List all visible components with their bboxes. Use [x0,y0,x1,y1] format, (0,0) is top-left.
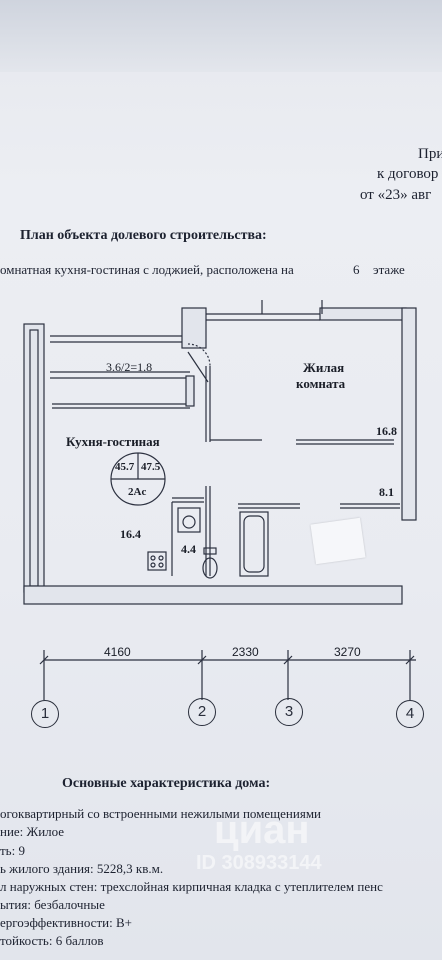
header-line-3: от «23» авг [360,187,432,203]
plan-title: План объекта долевого строительства: [20,228,267,243]
feature-line: л наружных стен: трехслойная кирпичная к… [0,879,383,894]
kitchen-label: Кухня-гостиная [66,434,160,449]
feature-line: огоквартирный со встроенными нежилыми по… [0,806,322,821]
feature-line: ь жилого здания: 5228,3 кв.м. [0,861,164,876]
total-area-2: 47.5 [141,461,161,473]
sticky-note [310,517,366,565]
floor-number: 6 [353,262,360,277]
kitchen-area: 16.4 [120,527,141,541]
floor-plan [23,300,417,700]
feature-line: ытия: безбалочные [0,897,105,912]
features-title: Основные характеристика дома: [62,776,271,791]
axis-marker-3: 3 [275,698,303,726]
bedroom-label-1: Жилая [303,360,345,375]
dimension-2: 2330 [232,645,259,659]
bedroom-area: 16.8 [376,424,397,438]
feature-line: ергоэффективности: В+ [0,915,132,930]
bedroom-label-2: комната [296,376,346,391]
total-area: 45.7 [115,461,135,473]
paper-fold [0,0,442,72]
axis-marker-2: 2 [188,698,216,726]
apartment-type: 2Ac [128,486,147,498]
header-line-2: к договор [377,166,439,182]
plan-subtitle: омнатная кухня-гостиная с лоджией, распо… [0,262,294,277]
bath-area: 4.4 [181,542,196,556]
floor-word: этаже [373,262,405,277]
axis-marker-4: 4 [396,700,424,728]
watermark-brand: циан [214,808,310,852]
feature-line: ние: Жилое [0,824,65,839]
loggia-area: 3.6/2=1.8 [106,360,153,374]
header-line-1: При [418,146,442,162]
dimension-3: 3270 [334,645,361,659]
dimension-1: 4160 [104,645,131,659]
hall-area: 8.1 [379,485,394,499]
feature-line: тойкость: 6 баллов [0,933,104,948]
watermark-id: ID 308933144 [196,852,322,874]
feature-line: ть: 9 [0,843,25,858]
axis-marker-1: 1 [31,700,59,728]
